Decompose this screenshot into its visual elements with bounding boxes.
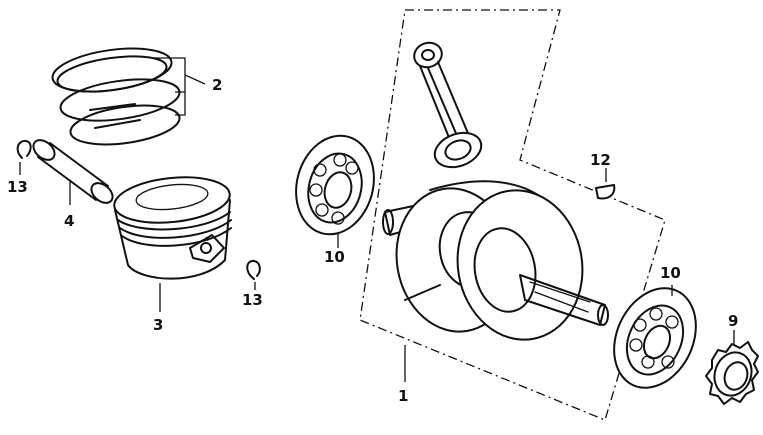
crankshaft xyxy=(382,180,609,341)
callout-9: 9 xyxy=(728,312,738,330)
woodruff-key xyxy=(595,184,616,200)
bearing-left xyxy=(295,134,375,236)
callout-12: 12 xyxy=(590,151,611,169)
callout-10-right: 10 xyxy=(660,264,681,282)
callout-2-leader xyxy=(152,57,206,116)
callout-13-right: 13 xyxy=(242,291,263,309)
crankshaft-assembly-boundary xyxy=(359,9,666,421)
sprocket xyxy=(705,341,759,405)
piston-pin xyxy=(32,139,114,204)
bearing-right xyxy=(613,287,697,389)
callout-3: 3 xyxy=(153,316,163,334)
clip-right xyxy=(246,259,261,280)
callout-10-left: 10 xyxy=(324,248,345,266)
callout-4: 4 xyxy=(64,212,74,230)
callout-1: 1 xyxy=(398,387,408,405)
callout-2: 2 xyxy=(212,76,222,94)
callout-13-left: 13 xyxy=(7,178,28,196)
piston xyxy=(113,176,232,280)
clip-left xyxy=(16,139,32,159)
connecting-rod xyxy=(413,41,483,169)
